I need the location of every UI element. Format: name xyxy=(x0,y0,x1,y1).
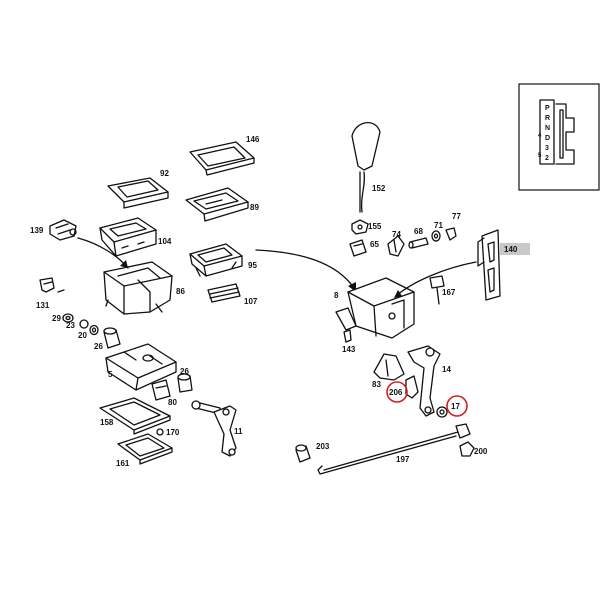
label-92: 92 xyxy=(160,169,169,178)
label-170: 170 xyxy=(166,428,180,437)
part-89-plate[interactable] xyxy=(185,187,249,222)
label-86: 86 xyxy=(176,287,185,296)
highlight-circle-206 xyxy=(386,381,408,403)
part-20-washer[interactable] xyxy=(89,324,99,336)
shift-gate-inset: P R N D 3 2 4 5 xyxy=(518,83,600,191)
label-155: 155 xyxy=(368,222,382,231)
label-5: 5 xyxy=(108,370,113,379)
part-161-gasket[interactable] xyxy=(117,433,173,465)
part-143-screw[interactable] xyxy=(343,329,352,343)
part-200-nut[interactable] xyxy=(459,441,475,457)
label-107: 107 xyxy=(244,297,258,306)
gate-letter-p: P xyxy=(545,105,550,112)
part-203-bushing[interactable] xyxy=(295,444,311,463)
label-89: 89 xyxy=(250,203,259,212)
label-23: 23 xyxy=(66,321,75,330)
label-143: 143 xyxy=(342,345,356,354)
label-95: 95 xyxy=(248,261,257,270)
label-83: 83 xyxy=(372,380,381,389)
part-26-bushing-left[interactable] xyxy=(103,327,121,349)
label-65: 65 xyxy=(370,240,379,249)
gate-letter-r: R xyxy=(545,115,550,122)
label-77: 77 xyxy=(452,212,461,221)
highlight-circle-17 xyxy=(446,395,468,417)
label-131: 131 xyxy=(36,301,50,310)
part-8-shifter-base[interactable] xyxy=(335,277,415,339)
gate-letter-d: D xyxy=(545,135,550,142)
highlight-marks xyxy=(386,381,468,417)
label-139: 139 xyxy=(30,226,44,235)
label-17: 17 xyxy=(451,402,460,411)
label-68: 68 xyxy=(414,227,423,236)
label-20: 20 xyxy=(78,331,87,340)
part-68-pin[interactable] xyxy=(408,237,429,249)
part-83-bracket[interactable] xyxy=(373,353,405,381)
label-140: 140 xyxy=(504,245,518,254)
label-71: 71 xyxy=(434,221,443,230)
label-29: 29 xyxy=(52,314,61,323)
label-161: 161 xyxy=(116,459,130,468)
part-139-clip[interactable] xyxy=(49,219,77,241)
label-80: 80 xyxy=(168,398,177,407)
part-95-housing[interactable] xyxy=(189,243,243,277)
assembly-arrows-right xyxy=(394,261,477,298)
label-152: 152 xyxy=(372,184,386,193)
gate-letter-n: N xyxy=(545,125,550,132)
part-140-gate-plate[interactable] xyxy=(477,229,501,301)
label-11: 11 xyxy=(234,427,243,436)
part-92-plate[interactable] xyxy=(107,177,169,209)
part-74-link[interactable] xyxy=(387,235,405,257)
part-152-shift-knob[interactable] xyxy=(351,122,381,213)
gate-letter-3: 3 xyxy=(545,145,549,152)
part-80-mount[interactable] xyxy=(151,379,171,401)
part-206-clip[interactable] xyxy=(405,375,419,399)
part-104-housing[interactable] xyxy=(99,217,157,257)
label-140-background xyxy=(500,243,530,255)
part-107-boot[interactable] xyxy=(207,283,241,303)
label-167: 167 xyxy=(442,288,456,297)
label-200: 200 xyxy=(474,447,488,456)
label-8: 8 xyxy=(334,291,339,300)
part-146-frame[interactable] xyxy=(189,141,255,176)
part-131-clip[interactable] xyxy=(39,277,65,293)
label-26-left: 26 xyxy=(94,342,103,351)
part-labels: 146 92 89 139 104 95 131 86 29 23 20 26 … xyxy=(30,135,530,468)
label-74: 74 xyxy=(392,230,401,239)
gate-letter-5: 5 xyxy=(538,153,542,159)
part-26-bushing-right[interactable] xyxy=(177,373,193,393)
label-104: 104 xyxy=(158,237,172,246)
part-167-bolt[interactable] xyxy=(429,275,445,305)
gate-letter-2: 2 xyxy=(545,155,549,162)
gate-letter-4: 4 xyxy=(538,133,542,139)
part-158-frame[interactable] xyxy=(99,397,171,435)
part-197-rod[interactable] xyxy=(317,423,471,475)
assembly-arrows-left xyxy=(77,237,356,292)
label-206: 206 xyxy=(389,388,403,397)
label-26-right: 26 xyxy=(180,367,189,376)
label-14: 14 xyxy=(442,365,451,374)
part-77-clip[interactable] xyxy=(445,227,457,241)
part-29-ring[interactable] xyxy=(62,313,74,323)
label-197: 197 xyxy=(396,455,410,464)
label-158: 158 xyxy=(100,418,114,427)
part-17-bushing[interactable] xyxy=(436,406,448,418)
part-155-nut[interactable] xyxy=(351,219,369,235)
part-11-lever[interactable] xyxy=(191,400,237,457)
label-146: 146 xyxy=(246,135,260,144)
part-65-bracket[interactable] xyxy=(349,239,367,257)
part-23-ring[interactable] xyxy=(79,319,89,329)
label-203: 203 xyxy=(316,442,330,451)
part-5-base[interactable] xyxy=(105,343,177,391)
part-86-housing[interactable] xyxy=(103,261,173,315)
part-170-clip[interactable] xyxy=(156,428,164,436)
part-14-lever[interactable] xyxy=(407,345,441,417)
part-71-washer[interactable] xyxy=(431,230,441,242)
